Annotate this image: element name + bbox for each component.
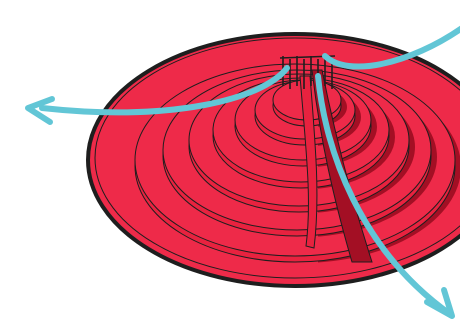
stepped-terraces (135, 64, 460, 263)
